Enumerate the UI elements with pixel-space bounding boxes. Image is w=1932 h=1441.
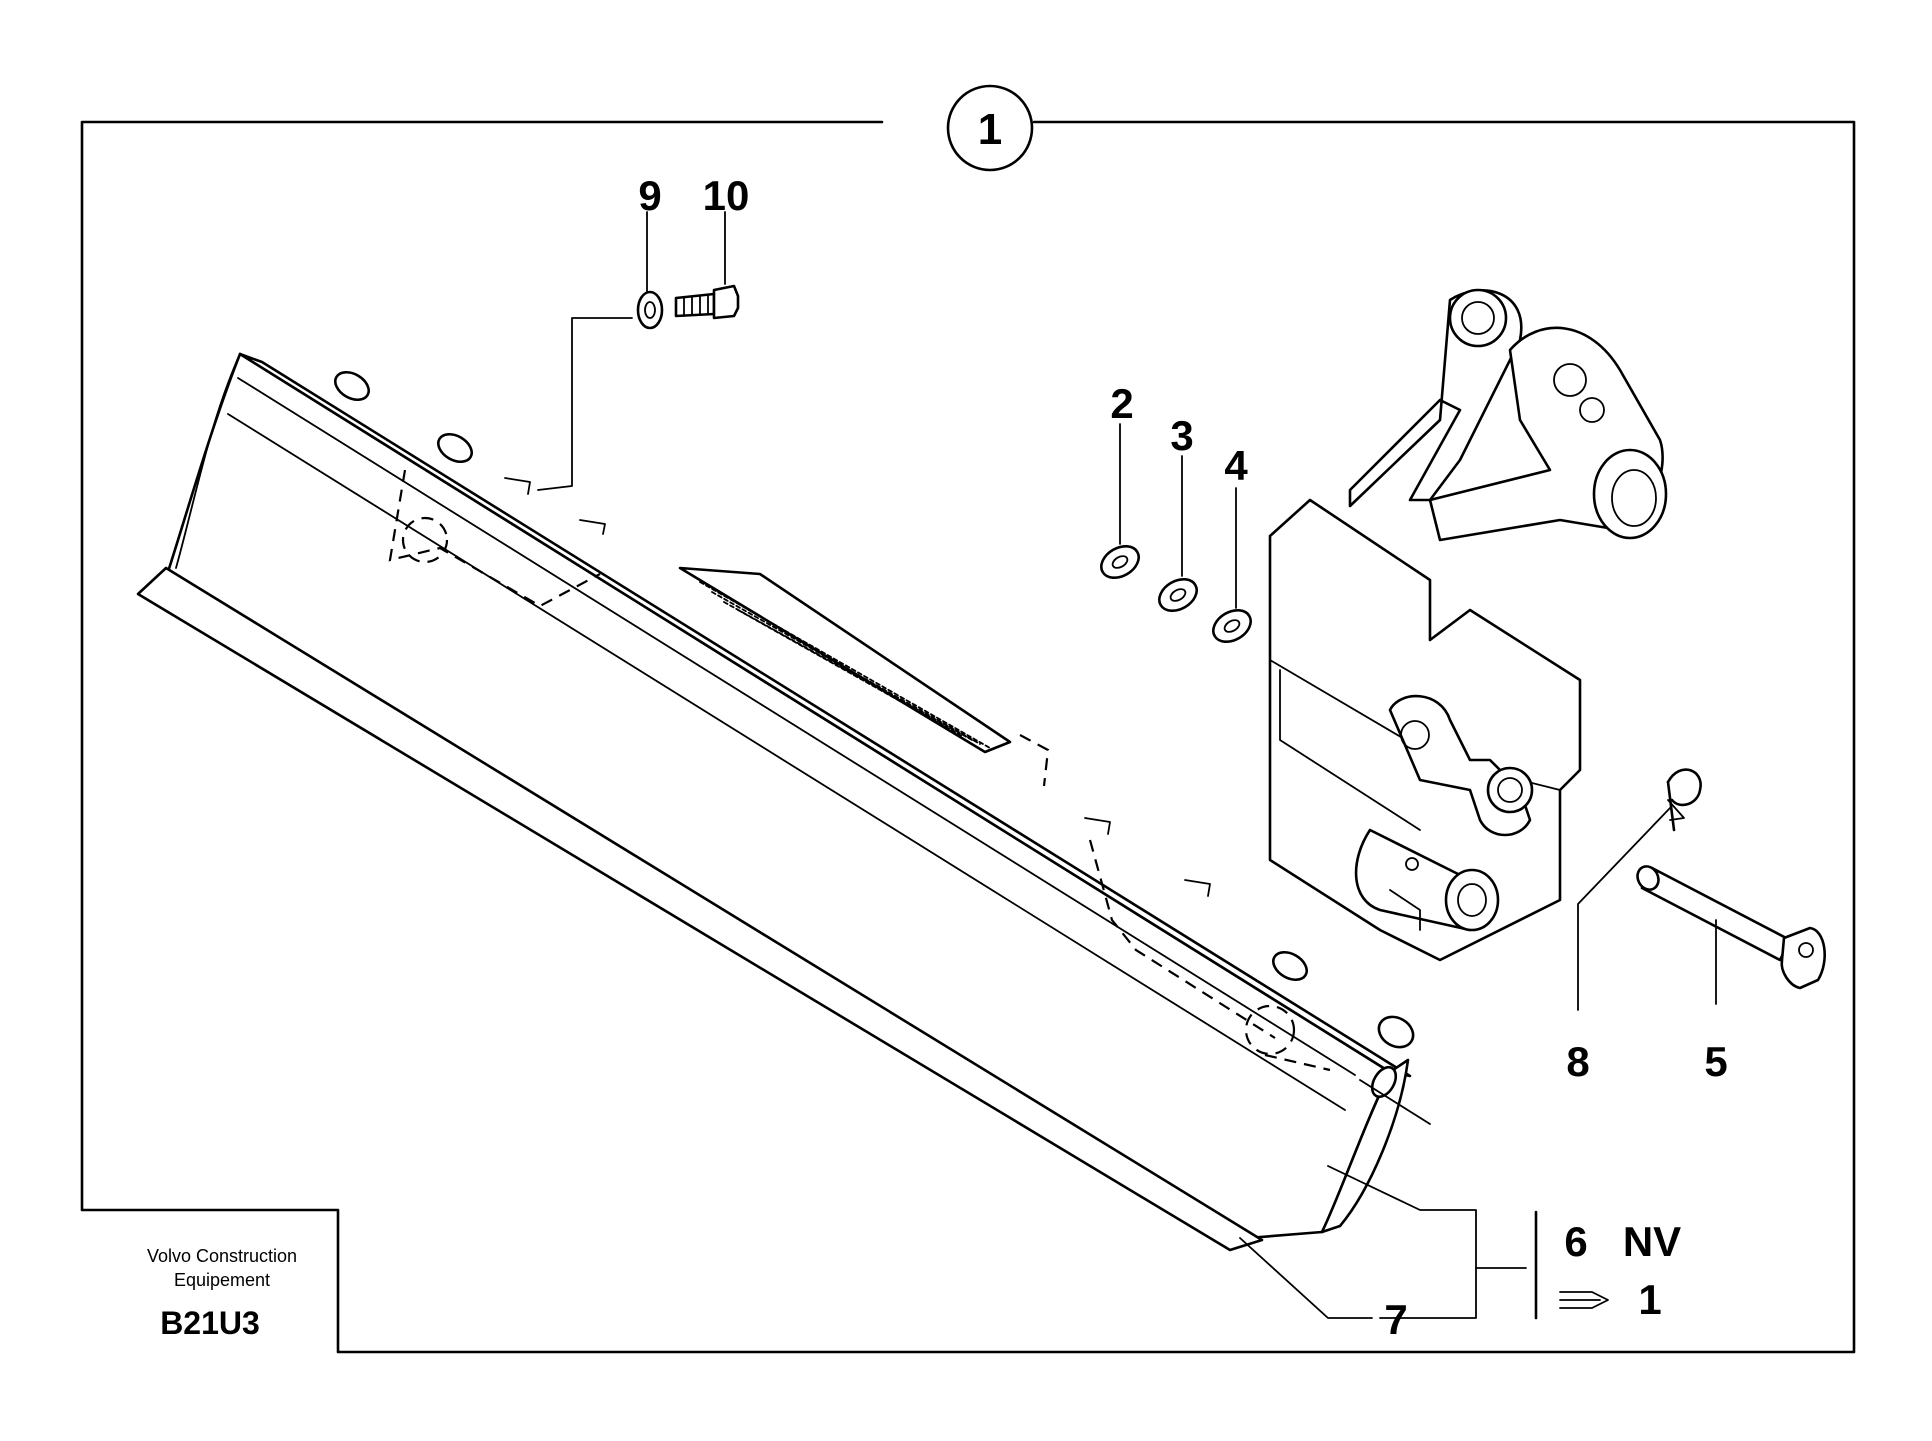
blade-step-plate xyxy=(678,566,1012,754)
legend-qty: 6 xyxy=(1564,1218,1587,1265)
legend-code: NV xyxy=(1623,1218,1681,1265)
leader-lines xyxy=(537,211,1717,1320)
callout-8: 8 xyxy=(1566,1038,1589,1085)
blade-bracket xyxy=(1268,288,1668,962)
callout-4: 4 xyxy=(1224,442,1248,489)
assembly-callout: 1 xyxy=(946,84,1034,172)
washer-9 xyxy=(636,290,664,330)
callout-2: 2 xyxy=(1110,380,1133,427)
dozer-blade xyxy=(136,352,1431,1252)
callout-3: 3 xyxy=(1170,412,1193,459)
pin-5 xyxy=(1636,865,1826,990)
linch-pin-8 xyxy=(1666,768,1702,832)
company-line-2: Equipement xyxy=(174,1270,270,1290)
reference-arrow-icon xyxy=(1559,1291,1609,1309)
legend-ref-number: 1 xyxy=(1638,1276,1661,1323)
bolt-10 xyxy=(674,284,740,320)
reference-legend: 6 NV 1 xyxy=(1559,1218,1681,1323)
part-callouts: 9 10 2 3 4 8 5 7 xyxy=(638,172,1727,1343)
callout-10: 10 xyxy=(703,172,750,219)
drawing-code: B21U3 xyxy=(160,1305,260,1341)
assembly-callout-number: 1 xyxy=(978,105,1002,154)
washer-3 xyxy=(1158,577,1198,613)
blade-lugs xyxy=(333,370,1415,1099)
callout-5: 5 xyxy=(1704,1038,1727,1085)
callout-7: 7 xyxy=(1384,1296,1407,1343)
washer-4 xyxy=(1212,608,1252,644)
blade-hidden-lines xyxy=(388,469,1431,1125)
callout-9: 9 xyxy=(638,172,661,219)
diagram-frame xyxy=(80,120,1856,1354)
washer-2 xyxy=(1100,544,1140,580)
title-block: Volvo Construction Equipement B21U3 xyxy=(147,1246,297,1341)
company-line-1: Volvo Construction xyxy=(147,1246,297,1266)
